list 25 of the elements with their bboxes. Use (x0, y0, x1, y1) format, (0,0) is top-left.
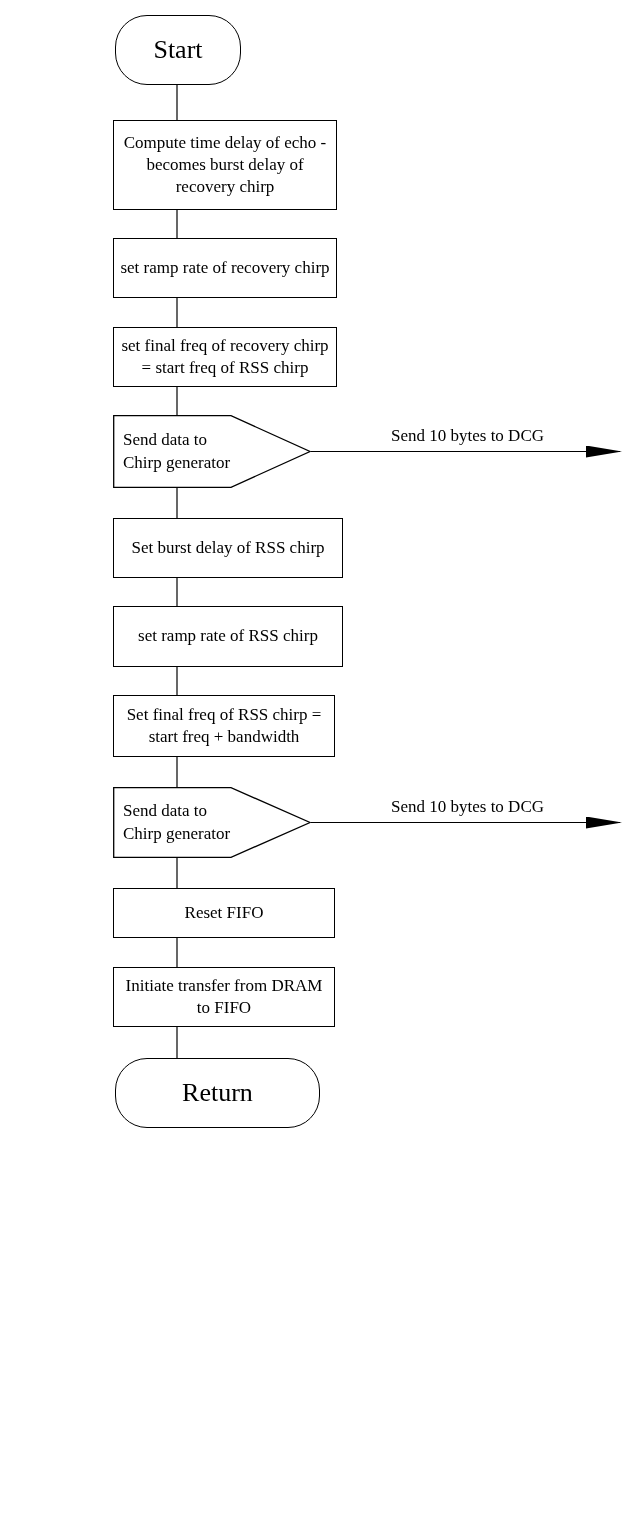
connector-line (176, 386, 178, 416)
connector-line (176, 297, 178, 328)
process-box: Set final freq of RSS chirp = start freq + bandwidth (113, 695, 335, 757)
connector-line (176, 937, 178, 968)
arrow (310, 445, 622, 458)
arrow (310, 816, 622, 829)
process-box: Initiate transfer from DRAM to FIFO (113, 967, 335, 1027)
process-box: set ramp rate of recovery chirp (113, 238, 337, 298)
connector-line (176, 666, 178, 696)
connector-line (176, 84, 178, 121)
process-box: set final freq of recovery chirp = start freq of RSS chirp (113, 327, 337, 387)
connector-line (176, 857, 178, 889)
connector-line (176, 756, 178, 788)
process-box: Set burst delay of RSS chirp (113, 518, 343, 578)
connector-line (176, 209, 178, 239)
connector-line (176, 487, 178, 519)
terminal-shape: Return (115, 1058, 320, 1128)
connector-line (176, 577, 178, 607)
output-shape: Send data to Chirp generator (113, 415, 311, 488)
process-box: set ramp rate of RSS chirp (113, 606, 343, 667)
output-shape: Send data to Chirp generator (113, 787, 311, 858)
process-box: Compute time delay of echo - becomes burst delay of recovery chirp (113, 120, 337, 210)
process-box: Reset FIFO (113, 888, 335, 938)
terminal-shape: Start (115, 15, 241, 85)
connector-line (176, 1026, 178, 1059)
